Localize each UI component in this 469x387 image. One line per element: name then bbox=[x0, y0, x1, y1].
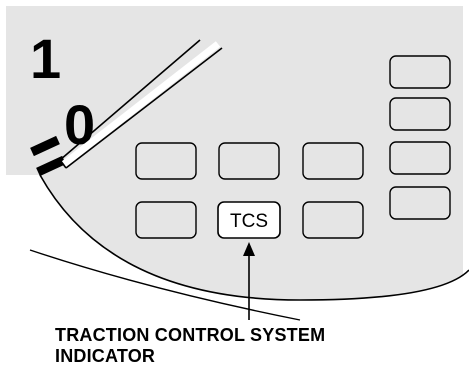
gauge-tick-mark bbox=[30, 135, 60, 157]
indicator-slot bbox=[389, 141, 451, 175]
bezel-outer-area bbox=[0, 175, 469, 387]
callout-arrow bbox=[243, 242, 255, 320]
indicator-slot bbox=[389, 97, 451, 131]
indicator-slot bbox=[302, 142, 364, 180]
indicator-slot bbox=[302, 201, 364, 239]
indicator-slot bbox=[218, 142, 280, 180]
indicator-slot bbox=[389, 55, 451, 89]
gauge-needle bbox=[59, 39, 223, 169]
callout-caption: TRACTION CONTROL SYSTEM INDICATOR bbox=[55, 325, 455, 367]
gauge-bezel-arc bbox=[39, 174, 469, 301]
indicator-slot bbox=[389, 186, 451, 220]
gauge-inner-arc bbox=[29, 249, 301, 321]
indicator-slot bbox=[135, 142, 197, 180]
tcs-indicator-label: TCS bbox=[230, 211, 268, 232]
indicator-slot bbox=[135, 201, 197, 239]
tcs-indicator-lamp bbox=[217, 201, 281, 239]
gauge-numeral-one: 1 bbox=[30, 27, 61, 90]
gauge-tick-mark bbox=[36, 155, 66, 177]
callout-line-2: INDICATOR bbox=[55, 346, 156, 366]
callout-line-1: TRACTION CONTROL SYSTEM bbox=[55, 325, 326, 345]
